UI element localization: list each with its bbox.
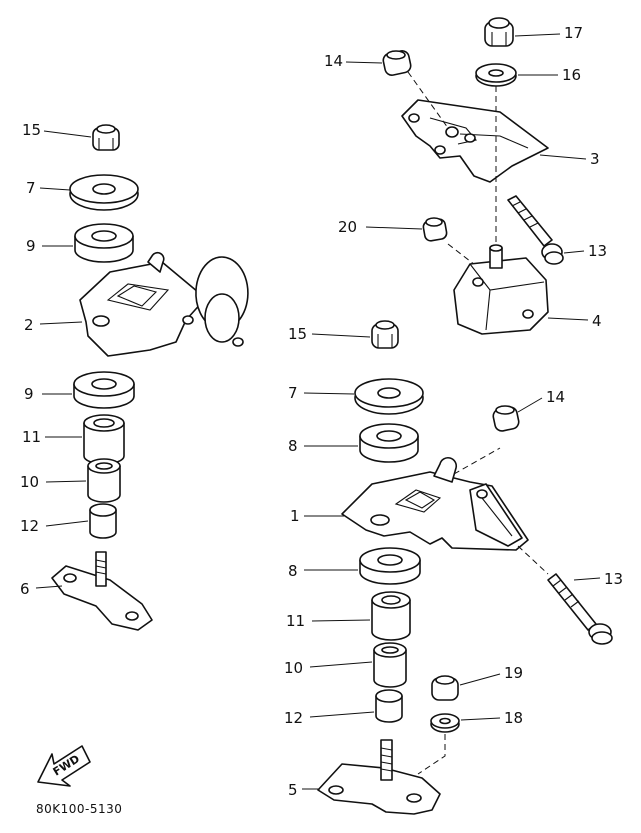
part-8-damper-bottom-right <box>359 547 421 585</box>
callout-right-10: 10 <box>284 659 303 677</box>
part-12-collar-right <box>375 689 403 723</box>
callout-top-16: 16 <box>562 66 581 84</box>
leader-right-19 <box>459 673 501 686</box>
axis-right-a <box>453 447 501 475</box>
leader-top-4 <box>547 317 589 321</box>
callout-left-2: 2 <box>24 316 34 334</box>
part-2-bracket-left <box>79 251 249 357</box>
part-3-bracket-top <box>401 99 549 183</box>
callout-left-10: 10 <box>20 473 39 491</box>
part-11-collar-right <box>371 591 411 641</box>
axis-top-a <box>407 71 449 129</box>
leader-right-14 <box>517 397 543 413</box>
diagram-code: 80K100-5130 <box>36 802 122 816</box>
part-9-damper-bottom-left <box>73 371 135 409</box>
callout-left-11: 11 <box>22 428 41 446</box>
callout-right-7: 7 <box>288 384 298 402</box>
callout-right-19: 19 <box>504 664 523 682</box>
fwd-arrow-icon: FWD <box>37 745 91 787</box>
leader-right-13 <box>573 577 601 581</box>
part-18-washer <box>430 713 460 733</box>
part-1-bracket-right <box>341 456 529 551</box>
part-14-nut-right <box>492 405 520 432</box>
part-10-collar-left <box>87 458 121 503</box>
leader-left-2 <box>39 321 83 325</box>
leader-right-10 <box>309 661 373 668</box>
callout-right-5: 5 <box>288 781 298 799</box>
leader-left-6 <box>35 585 63 589</box>
part-4-mount <box>453 244 549 335</box>
callout-right-1: 1 <box>290 507 300 525</box>
part-13-bolt-top <box>507 195 564 265</box>
callout-right-8b: 8 <box>288 562 298 580</box>
callout-left-9a: 9 <box>26 237 36 255</box>
leader-top-3 <box>539 154 587 160</box>
leader-top-14 <box>345 61 383 64</box>
leader-left-12 <box>45 520 89 527</box>
leader-right-11 <box>311 619 371 622</box>
callout-left-7: 7 <box>26 179 36 197</box>
callout-right-8a: 8 <box>288 437 298 455</box>
leader-right-18 <box>460 717 501 721</box>
axis-right-b <box>517 545 549 575</box>
callout-right-15: 15 <box>288 325 307 343</box>
callout-right-13: 13 <box>604 570 623 588</box>
callout-top-3: 3 <box>590 150 600 168</box>
part-9-damper-top-left <box>74 223 134 263</box>
part-10-collar-right <box>373 642 407 688</box>
callout-left-15: 15 <box>22 121 41 139</box>
callout-top-13: 13 <box>588 242 607 260</box>
leader-left-7 <box>39 187 71 191</box>
part-19-nut <box>431 675 459 701</box>
leader-left-10 <box>45 480 87 483</box>
leader-top-20 <box>365 226 423 230</box>
leader-left-15 <box>43 130 92 138</box>
leader-right-7 <box>303 392 355 395</box>
part-13-bolt-right <box>547 573 613 645</box>
part-5-plate-right <box>317 739 441 815</box>
callout-left-12: 12 <box>20 517 39 535</box>
leader-top-13 <box>563 250 585 254</box>
part-15-nut-left <box>92 124 120 151</box>
callout-left-9b: 9 <box>24 385 34 403</box>
callout-right-14: 14 <box>546 388 565 406</box>
leader-top-17 <box>514 33 561 37</box>
callout-top-20: 20 <box>338 218 357 236</box>
leader-right-12 <box>309 711 375 718</box>
part-7-washer-left <box>69 174 139 211</box>
leader-right-15 <box>311 333 371 338</box>
part-20-nut <box>422 217 448 242</box>
callout-top-17: 17 <box>564 24 583 42</box>
axis-right-c <box>417 734 446 775</box>
part-14-nut-top <box>382 50 412 76</box>
part-11-collar-left <box>83 414 125 465</box>
callout-top-14: 14 <box>324 52 343 70</box>
part-15-nut-right <box>371 320 399 349</box>
callout-right-11: 11 <box>286 612 305 630</box>
part-16-washer-top <box>475 63 517 87</box>
part-17-nut <box>484 17 514 47</box>
part-6-plate-left <box>51 551 153 631</box>
part-12-collar-left <box>89 503 117 539</box>
part-8-damper-top-right <box>359 423 419 463</box>
part-7-washer-right <box>354 378 424 415</box>
callout-right-12: 12 <box>284 709 303 727</box>
callout-top-4: 4 <box>592 312 602 330</box>
callout-right-18: 18 <box>504 709 523 727</box>
callout-left-6: 6 <box>20 580 30 598</box>
